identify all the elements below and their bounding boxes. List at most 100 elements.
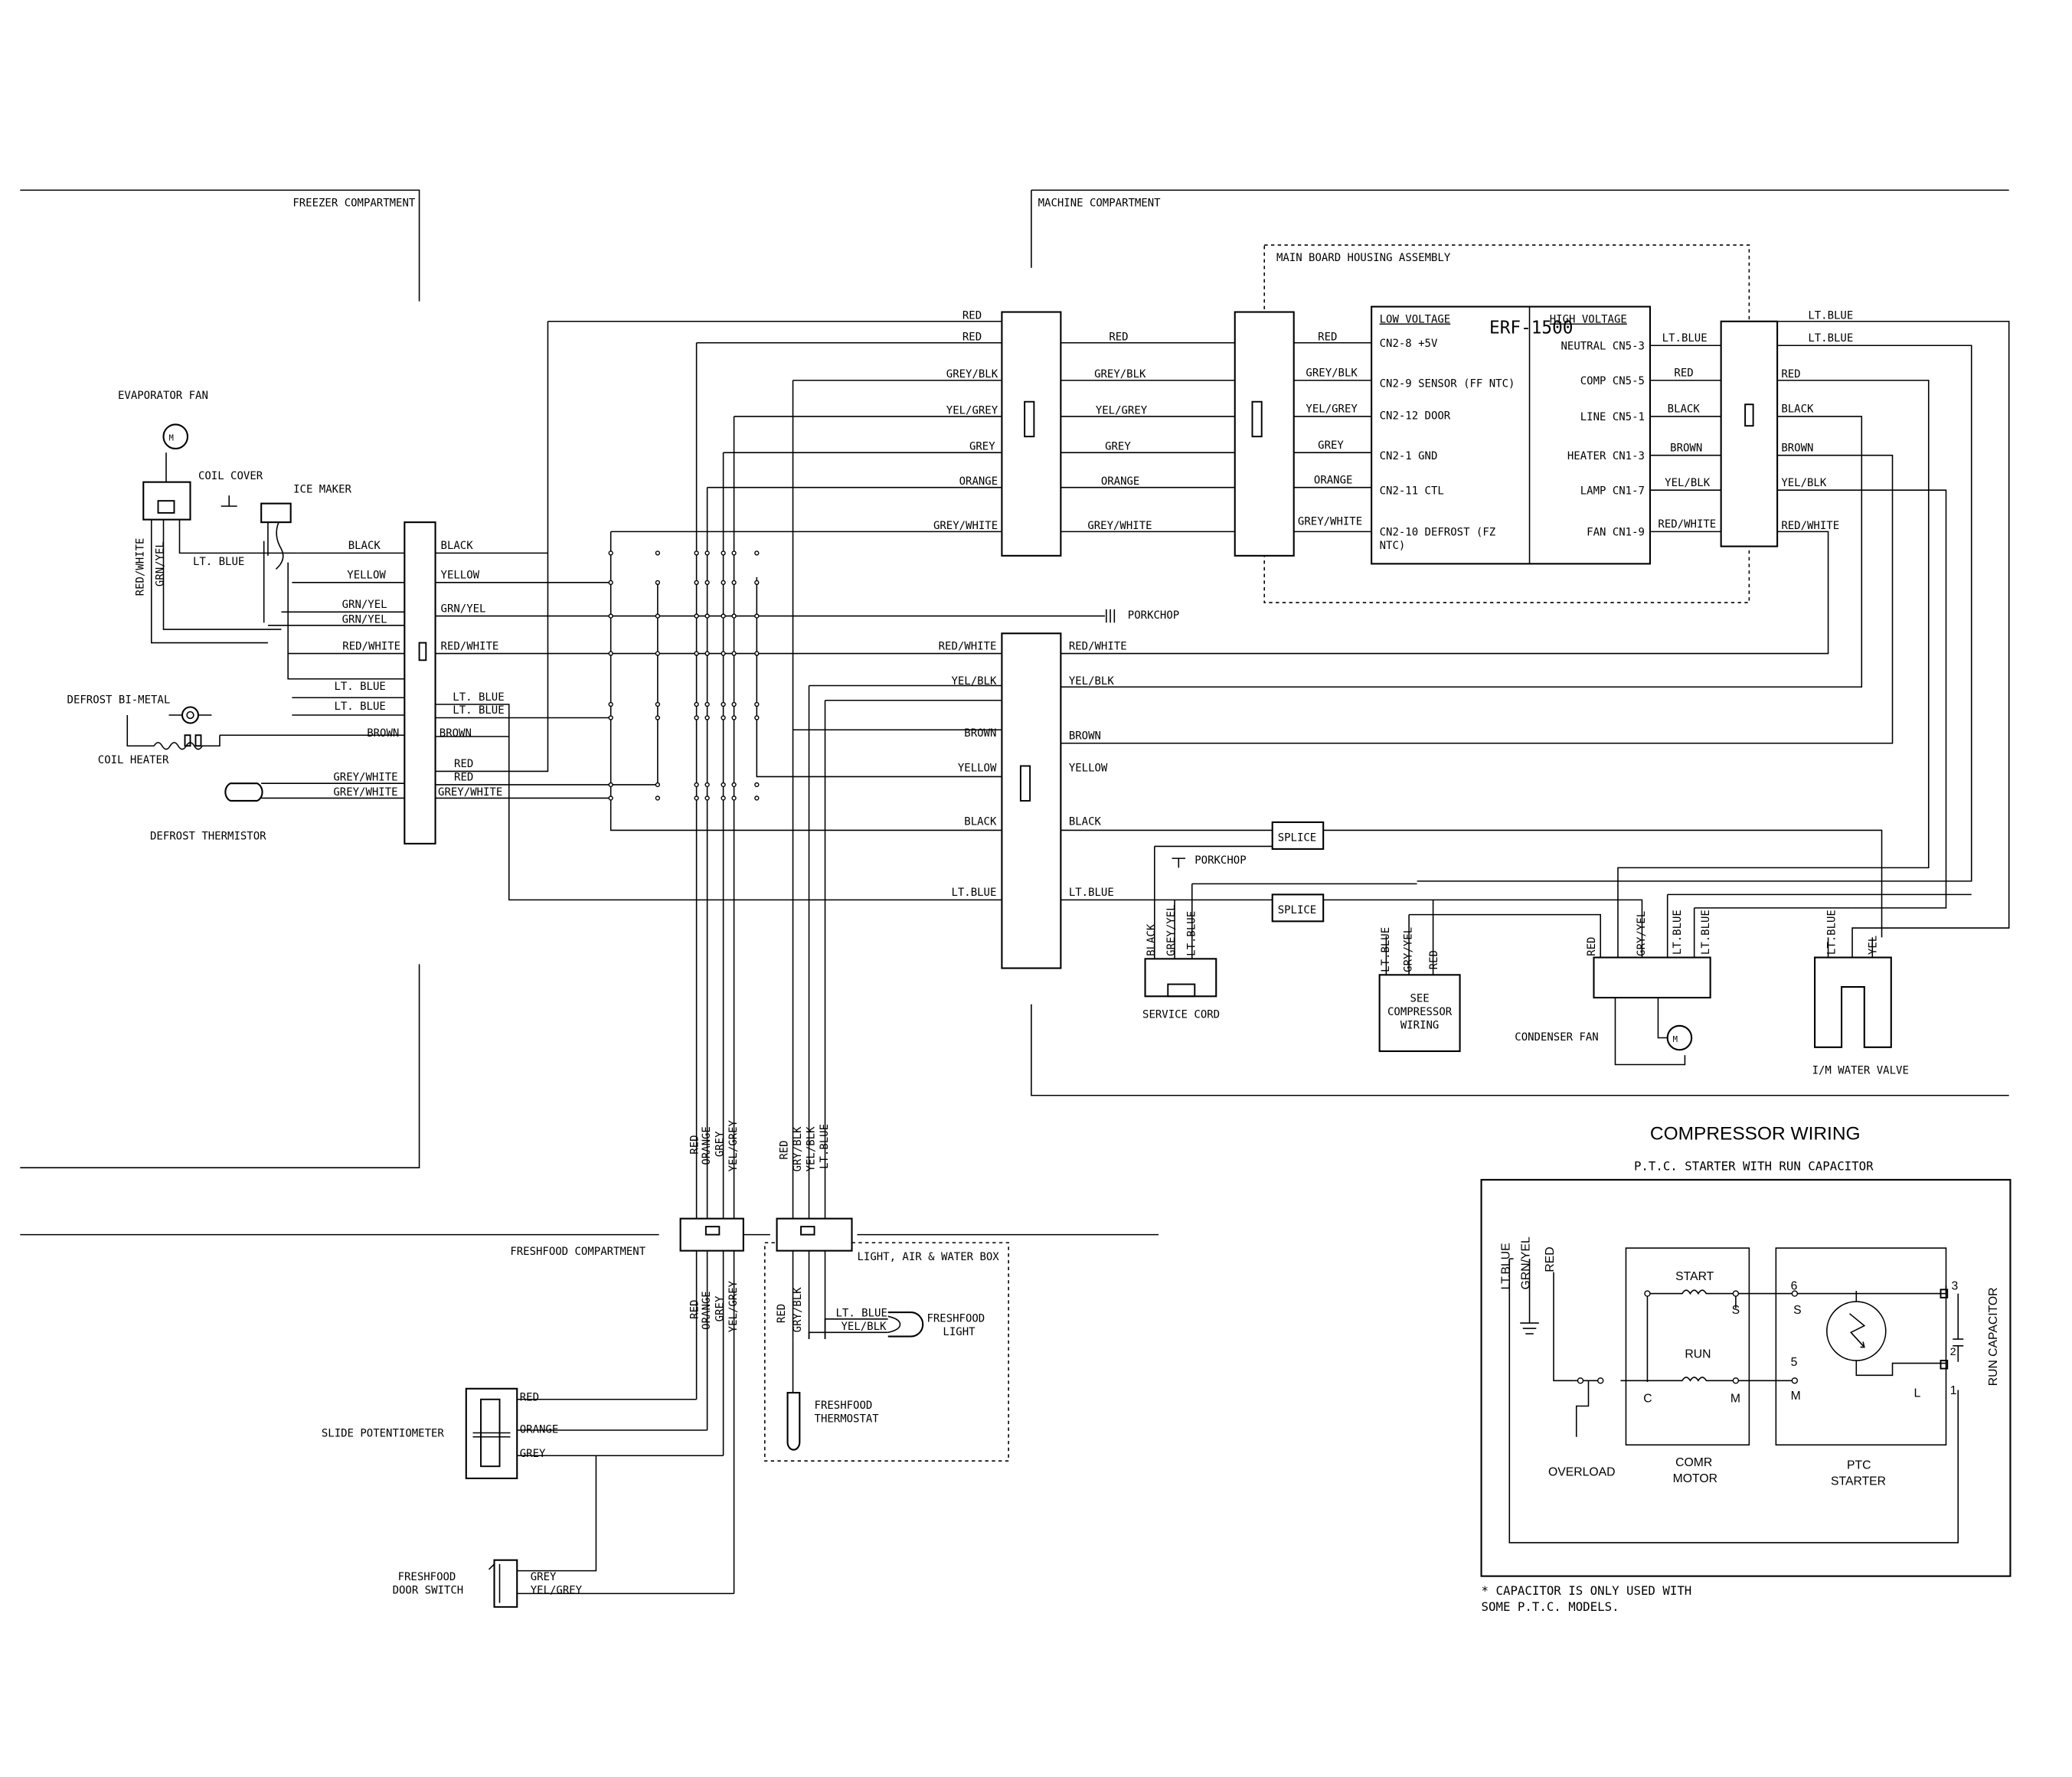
evaporator-fan: M bbox=[142, 423, 191, 521]
junction-dot bbox=[754, 651, 760, 656]
wire-label: RED bbox=[454, 772, 473, 784]
wire-label: YEL/BLK bbox=[1069, 675, 1115, 688]
svg-text:M: M bbox=[1673, 1035, 1678, 1044]
motor-c-terminal: C bbox=[1643, 1392, 1652, 1405]
junction-dot bbox=[754, 613, 760, 619]
wire-label: BROWN bbox=[1781, 442, 1813, 454]
wire-label: ORANGE bbox=[520, 1423, 559, 1436]
evaporator-fan-label: EVAPORATOR FAN bbox=[118, 390, 208, 402]
wire-label: RED bbox=[962, 331, 982, 343]
junction-dot bbox=[694, 715, 699, 720]
wire-label: GRY/BLK bbox=[792, 1287, 804, 1333]
low-pin-cn2-8: CN2-8 +5V bbox=[1380, 338, 1438, 350]
wire-label: RED/WHITE bbox=[1781, 520, 1839, 532]
coil-heater-label: COIL HEATER bbox=[98, 754, 169, 766]
lower-connector-block bbox=[1001, 632, 1062, 969]
porkchop-ground-icon bbox=[1106, 609, 1186, 868]
wire-label: ORANGE bbox=[701, 1291, 713, 1330]
wire-label: RED/WHITE bbox=[1658, 518, 1716, 531]
wire-label: LT.BLUE bbox=[1808, 309, 1853, 322]
wire-label: YEL/BLK bbox=[806, 1126, 818, 1172]
junction-dot bbox=[608, 580, 613, 585]
wire-label: ORANGE bbox=[701, 1126, 713, 1165]
wire-label: RED/WHITE bbox=[1069, 640, 1127, 652]
junction-dot bbox=[694, 550, 699, 556]
junction-dot bbox=[721, 613, 726, 619]
wire-label: LT. BLUE bbox=[836, 1307, 887, 1319]
junction-dot bbox=[655, 795, 661, 801]
junction-dot bbox=[731, 795, 737, 801]
junction-dot bbox=[694, 580, 699, 585]
wire-label: GREY/WHITE bbox=[438, 786, 502, 799]
junction-dot bbox=[704, 550, 710, 556]
cap-terminal-2: 2 bbox=[1950, 1345, 1956, 1357]
see-label: SEE bbox=[1410, 992, 1429, 1004]
junction-dot bbox=[721, 782, 726, 788]
junction-dot bbox=[704, 580, 710, 585]
high-pin-fan: FAN CN1-9 bbox=[1587, 527, 1645, 539]
low-pin-cn2-1: CN2-1 GND bbox=[1380, 450, 1438, 462]
wire-label: RED/WHITE bbox=[441, 640, 499, 652]
junction-dots bbox=[608, 550, 760, 801]
wire-label: BROWN bbox=[367, 727, 399, 740]
service-cord bbox=[1144, 958, 1217, 998]
porkchop-label-2: PORKCHOP bbox=[1195, 854, 1246, 867]
junction-dot bbox=[704, 613, 710, 619]
wire-label: GREY/WHITE bbox=[933, 520, 998, 532]
defrost-bimetal-label: DEFROST BI-METAL bbox=[67, 694, 171, 706]
ptc-l-terminal: L bbox=[1914, 1387, 1921, 1400]
junction-dot bbox=[754, 550, 760, 556]
wire-label: GREY bbox=[714, 1131, 727, 1157]
wire-label: YELLOW bbox=[347, 570, 386, 582]
wire-label: GRY/BLK bbox=[792, 1126, 804, 1172]
wire-label: YELLOW bbox=[441, 570, 480, 582]
defrost-thermistor-label: DEFROST THERMISTOR bbox=[150, 831, 266, 843]
wire-label: YEL/BLK bbox=[842, 1321, 887, 1333]
wire-label: GREY/YEL bbox=[1165, 904, 1178, 955]
wire-label: GREY/WHITE bbox=[1298, 516, 1362, 528]
coil-cover-ground-icon bbox=[221, 495, 237, 507]
ice-maker-label: ICE MAKER bbox=[293, 484, 351, 496]
condenser-fan: M bbox=[1593, 956, 1711, 1066]
overload-label: OVERLOAD bbox=[1548, 1465, 1615, 1478]
junction-dot bbox=[721, 651, 726, 656]
run-capacitor-label: RUN CAPACITOR bbox=[1987, 1287, 2000, 1386]
wire-label: LT.BLUE bbox=[1825, 910, 1838, 955]
defrost-bimetal bbox=[168, 706, 212, 724]
wire-label: GRN/YEL bbox=[441, 603, 486, 615]
wire-label: BLACK bbox=[1668, 403, 1701, 416]
wire-label: GREY bbox=[1318, 439, 1344, 452]
condenser-fan-label: CONDENSER FAN bbox=[1515, 1031, 1598, 1044]
junction-dot bbox=[694, 795, 699, 801]
wire-label: YELLOW bbox=[1069, 762, 1108, 774]
freshfood-light-label-1: FRESHFOOD bbox=[927, 1312, 985, 1325]
splice-lower-label: SPLICE bbox=[1278, 904, 1317, 916]
high-pin-neutral: NEUTRAL CN5-3 bbox=[1561, 341, 1644, 353]
lt-blue-icemaker-label: LT. BLUE bbox=[193, 556, 244, 568]
capacitor-note-line-1: * CAPACITOR IS ONLY USED WITH bbox=[1482, 1583, 1692, 1598]
junction-dot bbox=[754, 795, 760, 801]
wire-label: YEL/BLK bbox=[1781, 477, 1827, 489]
wire-label: GREY bbox=[520, 1448, 546, 1460]
cap-terminal-1: 1 bbox=[1950, 1384, 1957, 1397]
water-valve-label: I/M WATER VALVE bbox=[1812, 1065, 1909, 1077]
vertical-wire-labels: RED/WHITE GRN/YEL RED ORANGE GREY YEL/GR… bbox=[134, 538, 1879, 1333]
wire-label: LT. BLUE bbox=[453, 704, 504, 717]
wire-label: YEL/GREY bbox=[1306, 403, 1358, 416]
freshfood-thermostat-label-2: THERMOSTAT bbox=[815, 1413, 880, 1425]
wire-label: GREY/WHITE bbox=[333, 786, 397, 799]
comr-label: COMR bbox=[1675, 1456, 1712, 1469]
wire-label: RED bbox=[1109, 331, 1128, 343]
wire-label: RED bbox=[1586, 937, 1598, 956]
wire-label: ORANGE bbox=[1314, 474, 1353, 486]
wire-label: BROWN bbox=[440, 727, 472, 740]
upper-connector-block bbox=[1001, 311, 1062, 557]
coil-cover-label: COIL COVER bbox=[198, 470, 263, 482]
wire-label: GREY/BLK bbox=[1306, 367, 1358, 379]
junction-dot bbox=[694, 613, 699, 619]
junction-dot bbox=[721, 795, 726, 801]
wire-label: RED bbox=[962, 309, 982, 322]
wire-label: BLACK bbox=[441, 540, 474, 552]
wire-label: RED bbox=[688, 1135, 701, 1154]
wire-label: YEL/BLK bbox=[1665, 477, 1711, 489]
